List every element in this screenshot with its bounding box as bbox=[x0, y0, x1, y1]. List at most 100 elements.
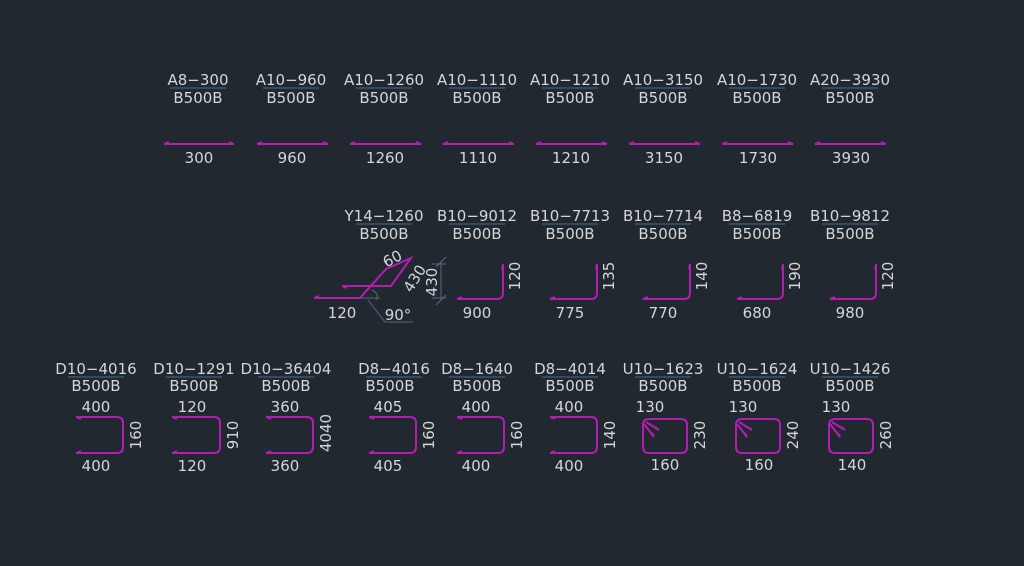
bar-grade: B500B bbox=[825, 225, 874, 243]
bar-grade: B500B bbox=[545, 377, 594, 395]
bar-mark: Y14−1260 bbox=[344, 207, 424, 225]
bar-mark: B10−7713 bbox=[530, 207, 610, 225]
stirrup-U10-1623[interactable]: U10−1623 B500B 130 160 230 bbox=[623, 360, 709, 474]
straight-bar-A8-300[interactable]: A8−300 B500B 300 bbox=[163, 71, 235, 167]
bent-bar-B10-7714[interactable]: B10−7714 B500B 770 140 bbox=[623, 207, 711, 322]
side-dimension: 230 bbox=[691, 421, 709, 450]
bar-grade: B500B bbox=[545, 225, 594, 243]
bar-grade: B500B bbox=[732, 89, 781, 107]
bar-grade: B500B bbox=[732, 225, 781, 243]
bar-mark: A10−1730 bbox=[717, 71, 797, 89]
stirrup-U10-1624[interactable]: U10−1624 B500B 130 160 240 bbox=[717, 360, 802, 474]
straight-bar-A10-1260[interactable]: A10−1260 B500B 1260 bbox=[344, 71, 424, 167]
hook-dimension: 130 bbox=[636, 398, 665, 416]
l-bar-shape bbox=[456, 263, 504, 300]
l-bar-shape bbox=[736, 263, 784, 300]
bar-mark: B10−9012 bbox=[437, 207, 517, 225]
l-bar-shape bbox=[642, 263, 691, 300]
bar-mark: A20−3930 bbox=[810, 71, 890, 89]
straight-bar-A10-3150[interactable]: A10−3150 B500B 3150 bbox=[623, 71, 703, 167]
bottom-dimension: 400 bbox=[462, 457, 491, 475]
bent-bar-B10-7713[interactable]: B10−7713 B500B 775 135 bbox=[530, 207, 618, 322]
straight-bar-shape bbox=[163, 141, 235, 145]
u-bar-shape bbox=[456, 416, 505, 454]
length-dimension: 3930 bbox=[832, 149, 870, 167]
straight-bar-shape bbox=[442, 141, 515, 145]
bar-grade: B500B bbox=[173, 89, 222, 107]
stirrup-U10-1426[interactable]: U10−1426 B500B 130 140 260 bbox=[810, 360, 895, 474]
bar-mark: U10−1426 bbox=[810, 360, 891, 378]
bar-mark: A10−1210 bbox=[530, 71, 610, 89]
bar-mark: B8−6819 bbox=[722, 207, 793, 225]
bar-grade: B500B bbox=[452, 225, 501, 243]
straight-bar-A10-960[interactable]: A10−960 B500B 960 bbox=[256, 71, 329, 167]
side-dimension: 140 bbox=[601, 421, 619, 450]
stirrup-shape bbox=[735, 418, 781, 454]
top-dimension: 120 bbox=[178, 398, 207, 416]
straight-bar-A10-1730[interactable]: A10−1730 B500B 1730 bbox=[717, 71, 797, 167]
side-dimension: 160 bbox=[420, 421, 438, 450]
u-bar-D10-1291[interactable]: D10−1291 B500B 120 120 910 bbox=[153, 360, 242, 475]
horizontal-dimension: 900 bbox=[463, 304, 492, 322]
vertical-dimension: 190 bbox=[786, 262, 804, 291]
straight-bar-shape bbox=[535, 141, 608, 145]
bottom-dimension: 120 bbox=[178, 457, 207, 475]
u-bar-D8-1640[interactable]: D8−1640 B500B 400 400 160 bbox=[441, 360, 526, 475]
bar-grade: B500B bbox=[638, 377, 687, 395]
side-dimension: 160 bbox=[127, 421, 145, 450]
u-bar-shape bbox=[549, 416, 598, 454]
bottom-dimension: 405 bbox=[374, 457, 403, 475]
bar-grade: B500B bbox=[365, 377, 414, 395]
bent-bar-B8-6819[interactable]: B8−6819 B500B 680 190 bbox=[722, 207, 804, 322]
horizontal-dimension: 980 bbox=[836, 304, 865, 322]
side-dimension: 240 bbox=[784, 421, 802, 450]
horizontal-dimension: 680 bbox=[743, 304, 772, 322]
top-dimension: 405 bbox=[374, 398, 403, 416]
bar-mark: D10−4016 bbox=[55, 360, 136, 378]
u-bar-shape bbox=[171, 416, 221, 454]
stirrup-shape bbox=[642, 418, 688, 454]
bar-grade: B500B bbox=[638, 89, 687, 107]
stirrup-shape bbox=[828, 418, 874, 454]
straight-bar-A20-3930[interactable]: A20−3930 B500B 3930 bbox=[810, 71, 890, 167]
u-bar-D10-36404[interactable]: D10−36404 B500B 360 360 4040 bbox=[241, 360, 335, 475]
height-dimension-lines bbox=[432, 256, 447, 306]
bottom-dimension: 140 bbox=[838, 456, 867, 474]
bar-mark: D8−4014 bbox=[534, 360, 606, 378]
bottom-dimension: 160 bbox=[745, 456, 774, 474]
top-dimension: 360 bbox=[271, 398, 300, 416]
u-bar-D8-4016[interactable]: D8−4016 B500B 405 405 160 bbox=[358, 360, 438, 475]
length-dimension: 3150 bbox=[645, 149, 683, 167]
straight-bar-A10-1210[interactable]: A10−1210 B500B 1210 bbox=[530, 71, 610, 167]
u-bar-D10-4016[interactable]: D10−4016 B500B 400 400 160 bbox=[55, 360, 145, 475]
bar-mark: A10−960 bbox=[256, 71, 327, 89]
bottom-dimension: 400 bbox=[555, 457, 584, 475]
bottom-dimension: 160 bbox=[651, 456, 680, 474]
l-bar-shape bbox=[829, 263, 877, 300]
bar-mark: D10−36404 bbox=[241, 360, 332, 378]
bar-mark: B10−9812 bbox=[810, 207, 890, 225]
length-dimension: 1730 bbox=[739, 149, 777, 167]
bar-grade: B500B bbox=[169, 377, 218, 395]
length-dimension: 1110 bbox=[459, 149, 497, 167]
dimension-120: 120 bbox=[328, 304, 357, 322]
horizontal-dimension: 775 bbox=[556, 304, 585, 322]
bar-grade: B500B bbox=[825, 89, 874, 107]
hook-dimension: 130 bbox=[822, 398, 851, 416]
bar-mark: A8−300 bbox=[167, 71, 228, 89]
bar-mark: A10−1110 bbox=[437, 71, 517, 89]
straight-bar-shape bbox=[349, 141, 422, 145]
bent-bar-B10-9812[interactable]: B10−9812 B500B 980 120 bbox=[810, 207, 897, 322]
bent-bar-Y14-1260[interactable]: Y14−1260 B500B 120 60 430 430 90° bbox=[313, 207, 447, 324]
bar-grade: B500B bbox=[732, 377, 781, 395]
straight-bar-A10-1110[interactable]: A10−1110 B500B 1110 bbox=[437, 71, 517, 167]
bar-mark: D8−4016 bbox=[358, 360, 430, 378]
bar-mark: U10−1624 bbox=[717, 360, 798, 378]
bar-grade: B500B bbox=[545, 89, 594, 107]
u-bar-D8-4014[interactable]: D8−4014 B500B 400 400 140 bbox=[534, 360, 619, 475]
bent-bar-B10-9012[interactable]: B10−9012 B500B 900 120 bbox=[437, 207, 524, 322]
bar-mark: B10−7714 bbox=[623, 207, 703, 225]
straight-bar-shape bbox=[628, 141, 701, 145]
side-dimension: 260 bbox=[877, 421, 895, 450]
